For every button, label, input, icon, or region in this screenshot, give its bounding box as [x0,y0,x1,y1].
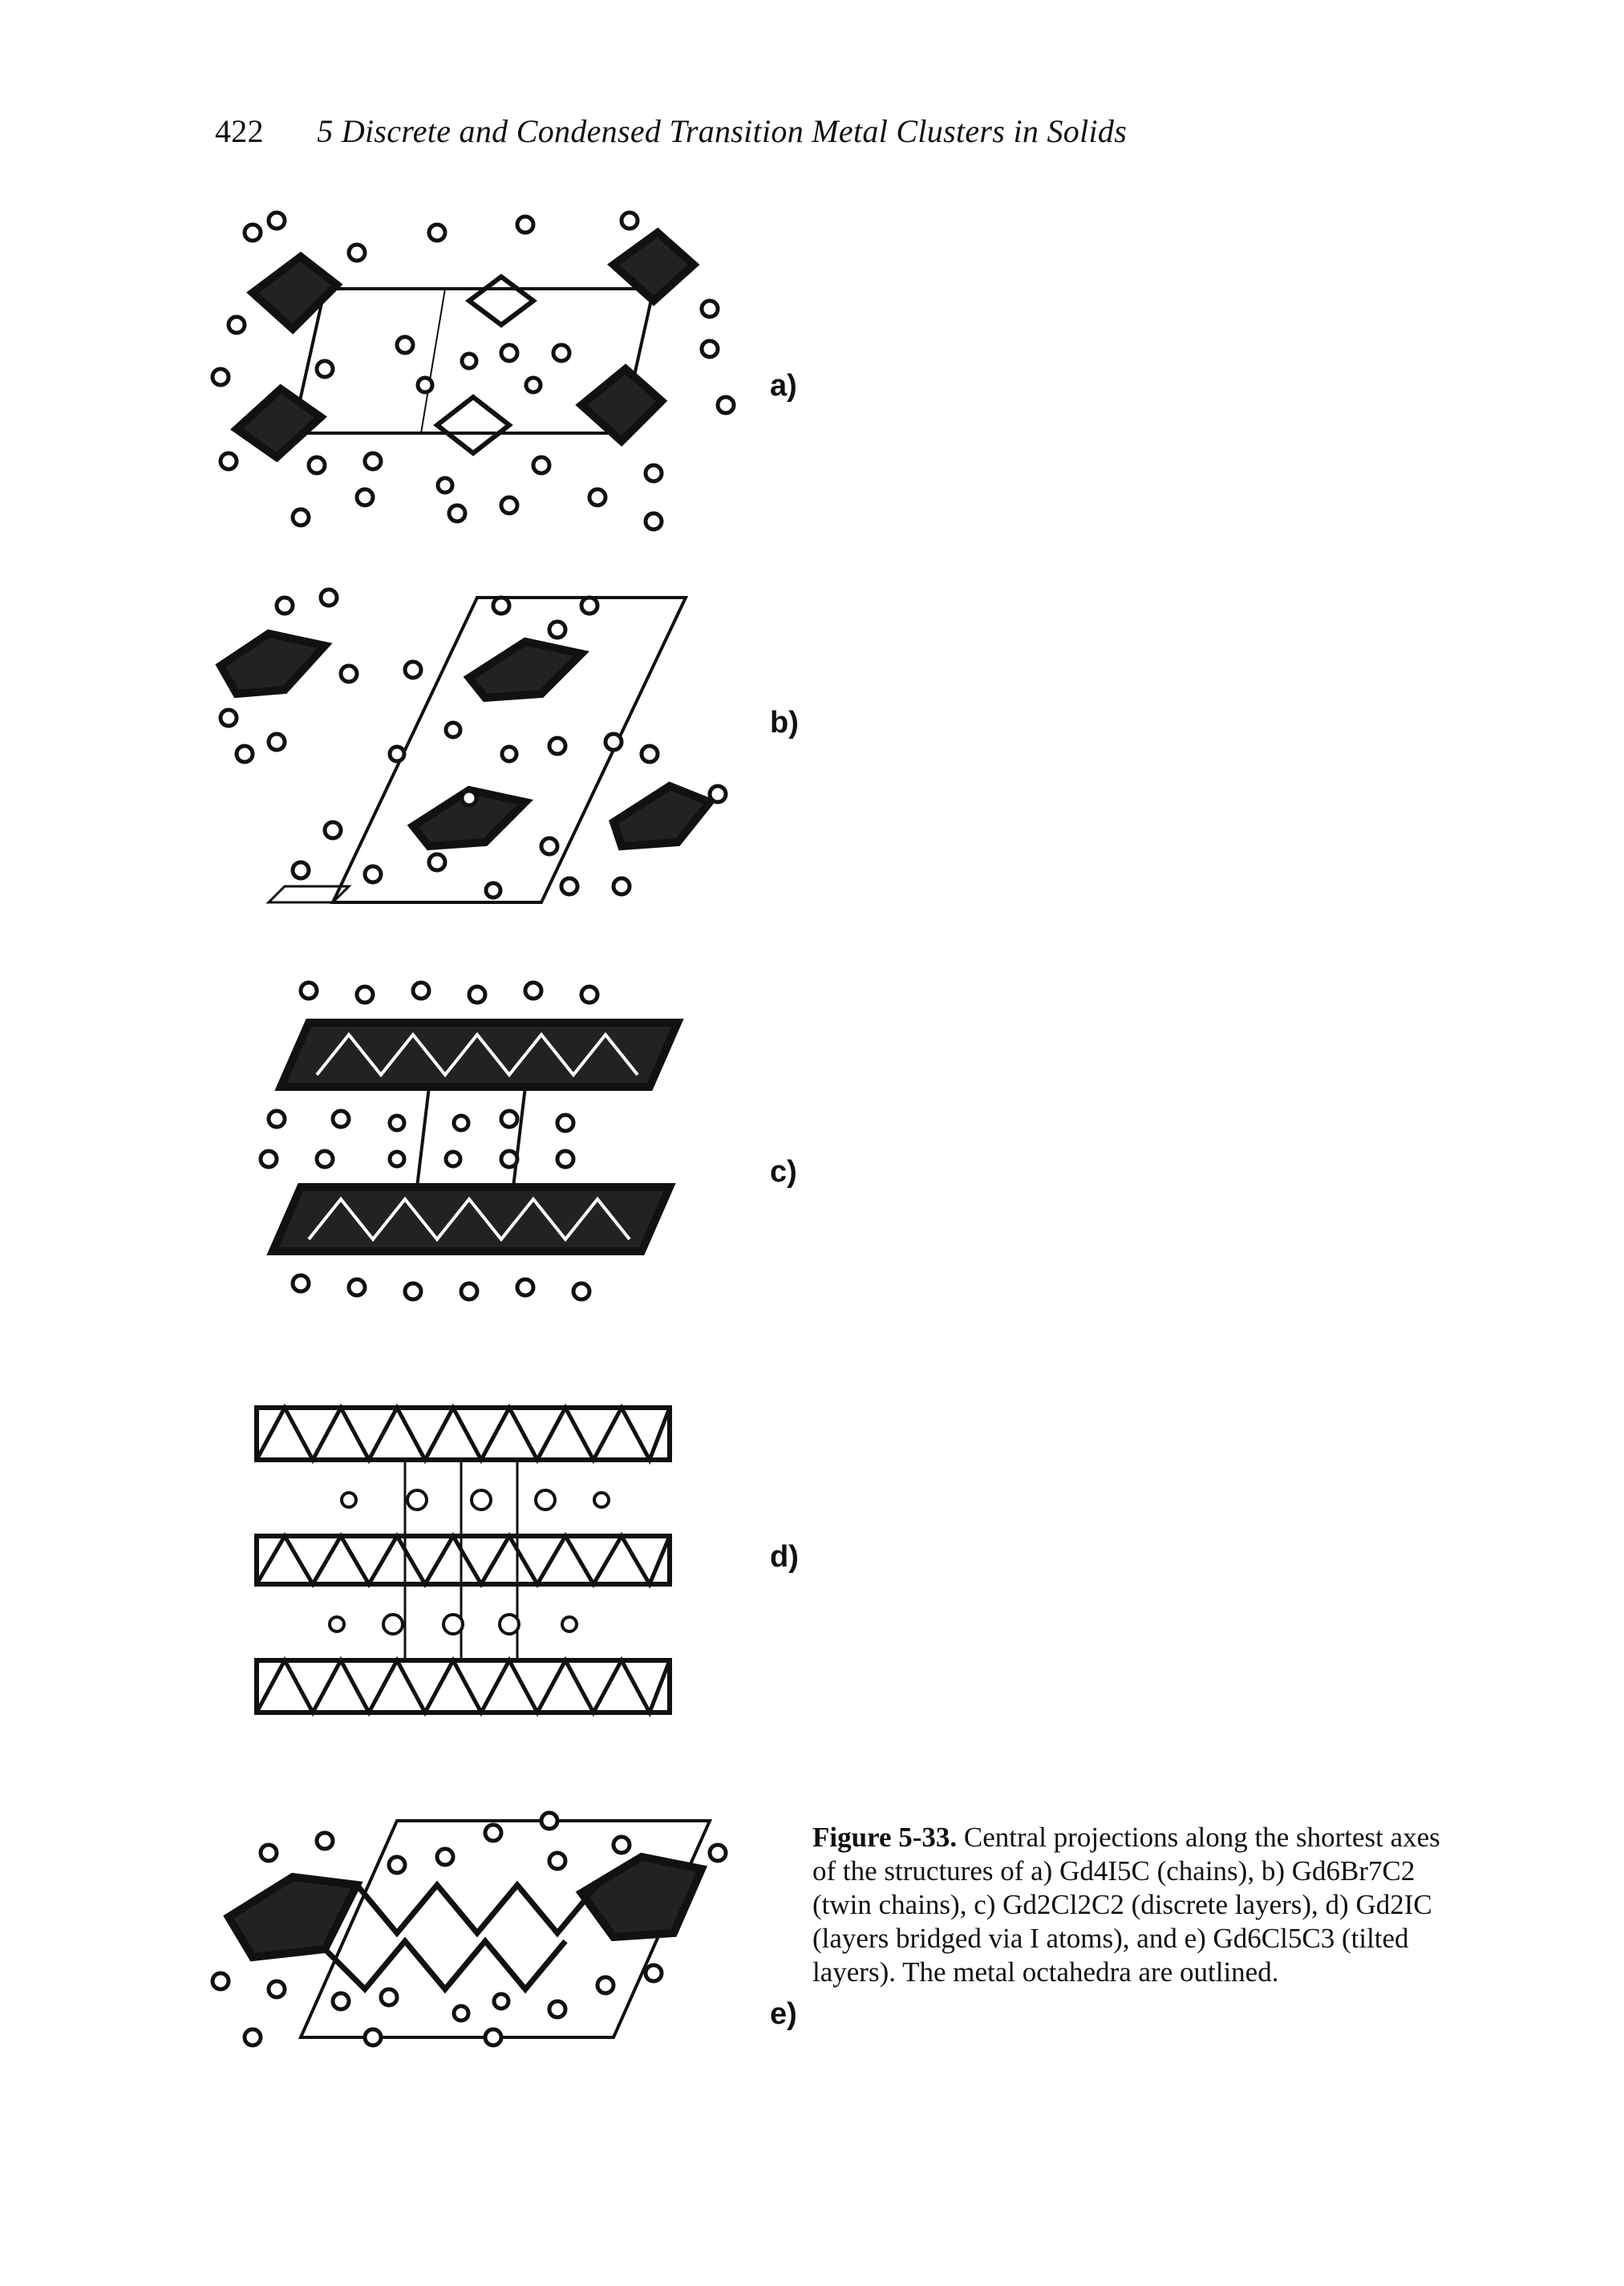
structure-image-a [210,210,736,532]
structure-image-e [210,1810,728,2048]
running-title: 5 Discrete and Condensed Transition Meta… [317,113,1128,149]
figure-panel-d: d) [205,1384,802,1737]
panel-label-b: b) [770,706,799,740]
panel-label-e: e) [770,1997,797,2031]
panel-label-c: c) [770,1155,797,1189]
structure-image-c [258,980,684,1302]
panel-label-d: d) [770,1540,799,1574]
structure-image-b [215,587,728,904]
figure-caption: Figure 5-33. Central projections along t… [812,1821,1446,1989]
figure-panel-c: c) [205,975,802,1319]
figure-caption-text: Central projections along the shortest a… [812,1822,1440,1988]
page-number: 422 [215,113,264,149]
structure-image-d [254,1403,672,1717]
panel-label-a: a) [770,369,797,403]
figure-panel-b: b) [205,582,802,934]
figure-panel-e: e) [205,1797,802,2053]
figure-caption-label: Figure 5-33. [812,1822,958,1853]
figure-panel-a: a) [205,188,802,565]
page-header: 422 5 Discrete and Condensed Transition … [215,112,1127,150]
